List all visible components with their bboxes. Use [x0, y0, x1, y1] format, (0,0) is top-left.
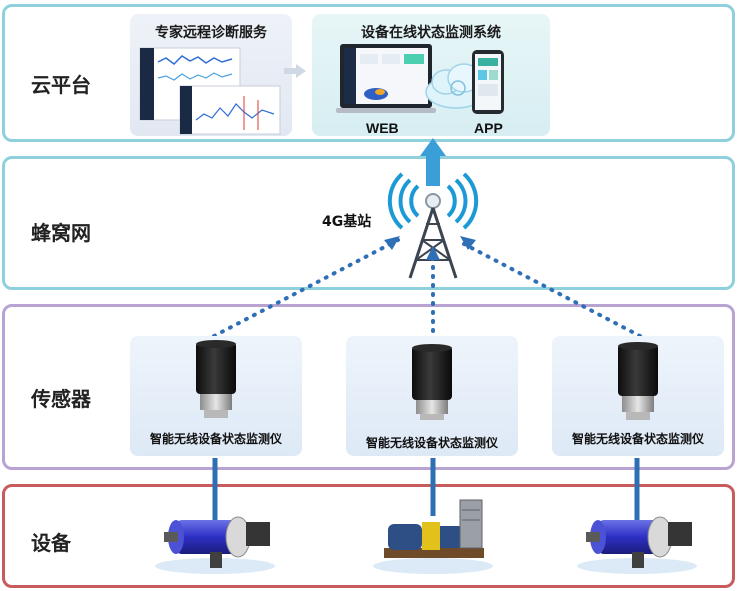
sensor-card[interactable]: 智能无线设备状态监测仪 — [346, 336, 518, 456]
sensor-card[interactable]: 智能无线设备状态监测仪 — [130, 336, 302, 456]
signal-arrow-center-icon — [426, 246, 440, 260]
signal-arrow-left-icon — [384, 236, 400, 250]
sensor-icon — [196, 340, 236, 418]
layer-label-cloud: 云平台 — [31, 73, 91, 97]
sensor-label: 智能无线设备状态监测仪 — [365, 436, 498, 450]
sensor-label: 智能无线设备状态监测仪 — [571, 432, 704, 446]
signal-links — [212, 238, 642, 342]
sensor-card[interactable]: 智能无线设备状态监测仪 — [552, 336, 724, 456]
web-label: WEB — [366, 120, 399, 136]
layer-label-device: 设备 — [31, 531, 71, 555]
app-label: APP — [474, 120, 503, 136]
base-station-label: 4G基站 — [322, 213, 371, 230]
sensor-label: 智能无线设备状态监测仪 — [149, 432, 282, 446]
sensor-icon — [618, 342, 658, 420]
laptop-icon — [336, 44, 436, 113]
signal-arrow-right-icon — [460, 236, 476, 250]
sensor-icon — [412, 344, 452, 420]
expert-service-title: 专家远程诊断服务 — [155, 25, 267, 41]
cellular-layer: 蜂窝网 — [2, 156, 735, 290]
uplink-arrow-icon — [420, 138, 446, 186]
layer-label-sensor: 传感器 — [31, 387, 91, 411]
layer-label-cellular: 蜂窝网 — [31, 221, 91, 245]
dashboard-screenshot-icon — [139, 47, 281, 135]
phone-icon — [472, 50, 504, 114]
monitoring-system-title: 设备在线状态监测系统 — [361, 25, 501, 41]
radio-tower-icon — [387, 172, 479, 279]
flow-arrow-icon — [296, 64, 306, 78]
